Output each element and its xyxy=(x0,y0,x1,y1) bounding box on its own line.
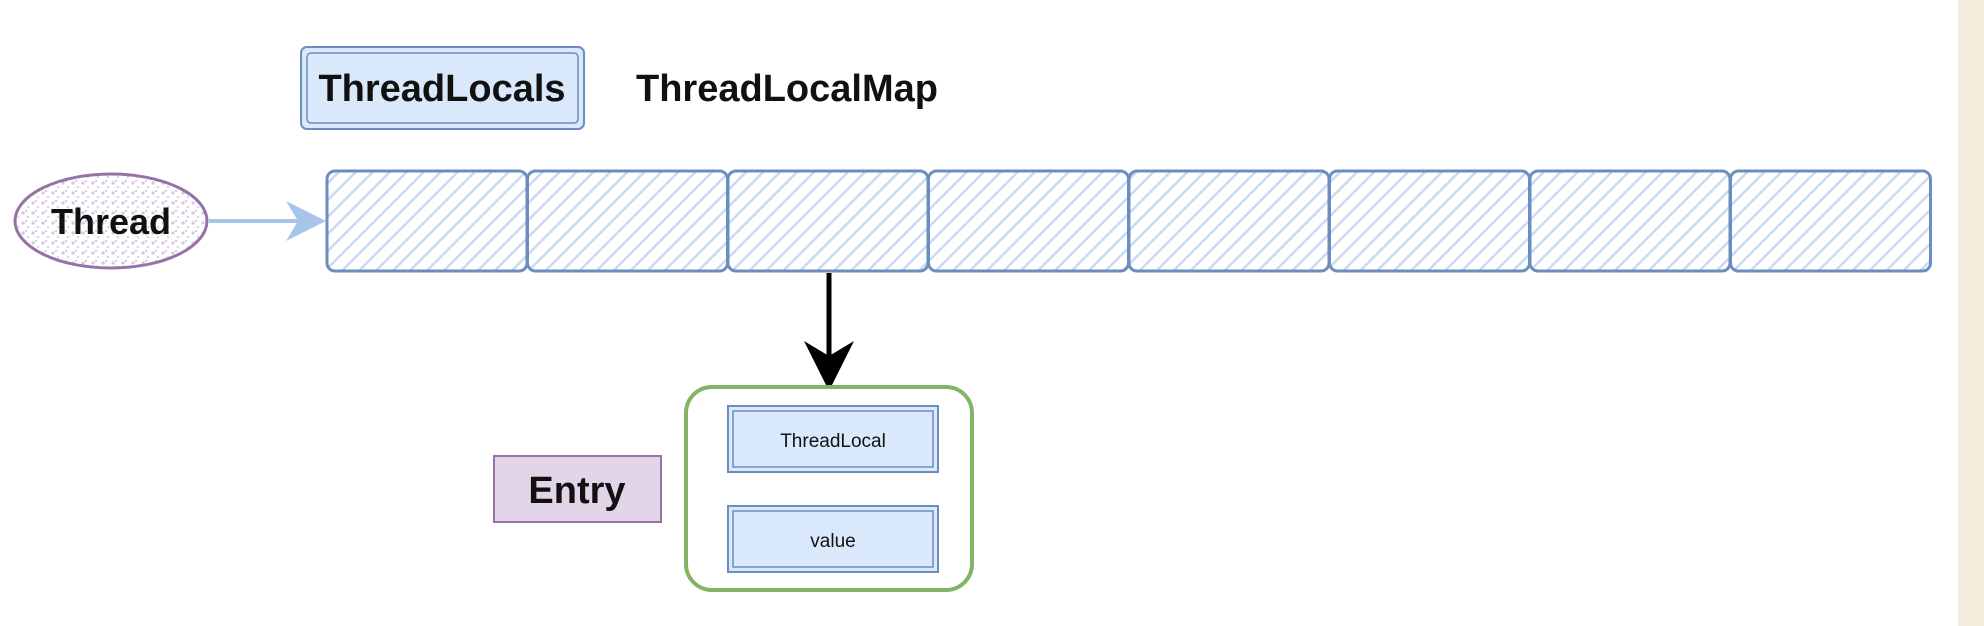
threadlocals-box: ThreadLocals xyxy=(300,46,585,130)
thread-node: Thread xyxy=(13,172,209,270)
map-slot-3 xyxy=(726,169,930,273)
map-slot-8 xyxy=(1729,169,1932,273)
threadlocalmap-title: ThreadLocalMap xyxy=(636,68,938,110)
thread-label: Thread xyxy=(51,201,171,242)
entry-key-field: ThreadLocal xyxy=(727,405,939,473)
map-slot-4 xyxy=(927,169,1130,273)
map-slot-7 xyxy=(1528,169,1732,273)
entry-label-box: Entry xyxy=(493,455,662,523)
entry-key-label: ThreadLocal xyxy=(780,431,886,452)
entry-value-field: value xyxy=(727,505,939,573)
map-slot-2 xyxy=(526,169,729,273)
entry-label: Entry xyxy=(528,470,625,512)
page-edge-strip xyxy=(1958,0,1984,626)
threadlocalmap-slots xyxy=(325,169,1932,273)
map-slot-6 xyxy=(1328,169,1531,273)
map-slot-1 xyxy=(325,169,529,273)
map-slot-5 xyxy=(1127,169,1331,273)
threadlocals-label: ThreadLocals xyxy=(318,68,565,110)
entry-value-label: value xyxy=(810,531,855,552)
